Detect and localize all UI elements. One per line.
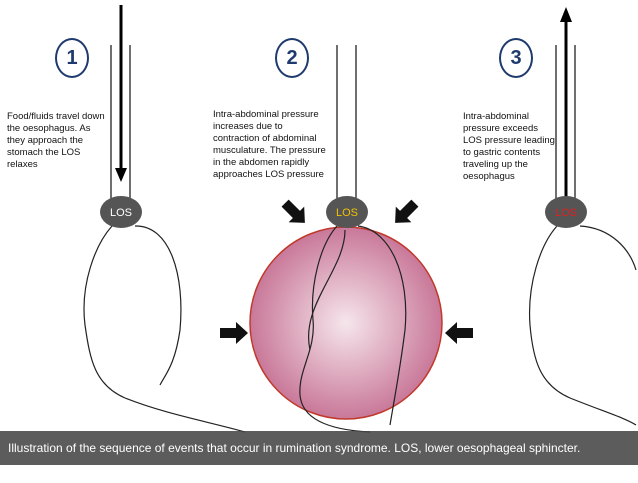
step-2-description: Intra-abdominal pressure increases due t… — [213, 109, 326, 180]
los-sphincter-1 — [100, 196, 142, 228]
oesophagus-1 — [110, 45, 131, 200]
up-arrow — [560, 7, 572, 218]
step-3-description: Intra-abdominal pressure exceeds LOS pre… — [463, 111, 555, 182]
stomach-outline-2b — [357, 225, 407, 426]
oesophagus-2 — [336, 45, 357, 200]
step-number-2: 2 — [275, 38, 309, 78]
pressure-arrow-left — [220, 322, 248, 344]
los-label-2: LOS — [336, 207, 358, 219]
panel-2: LOS — [220, 45, 473, 433]
los-sphincter-2 — [326, 196, 368, 228]
stomach-outline-3 — [528, 225, 637, 426]
figure-caption: Illustration of the sequence of events t… — [0, 431, 638, 465]
panel-3: LOS — [528, 7, 637, 426]
los-label-3: LOS — [555, 207, 577, 219]
stomach-outline-2c — [307, 229, 346, 351]
los-label-1: LOS — [110, 207, 132, 219]
pressure-arrow-top-left — [281, 199, 305, 223]
down-arrow — [115, 5, 127, 182]
pressure-arrow-right — [445, 322, 473, 344]
stomach-outline-3b — [579, 225, 637, 271]
pressure-arrow-top-right — [395, 199, 419, 223]
stomach-outline-1 — [83, 225, 246, 433]
stomach-outline-1b — [134, 225, 182, 386]
pressure-sphere — [249, 226, 443, 420]
los-sphincter-3 — [545, 196, 587, 228]
step-1-description: Food/fluids travel down the oesophagus. … — [7, 111, 105, 170]
panel-1: LOS — [83, 5, 246, 433]
oesophagus-3 — [555, 45, 576, 200]
step-number-3: 3 — [499, 38, 533, 78]
stomach-outline-2 — [299, 225, 371, 433]
step-number-1: 1 — [55, 38, 89, 78]
